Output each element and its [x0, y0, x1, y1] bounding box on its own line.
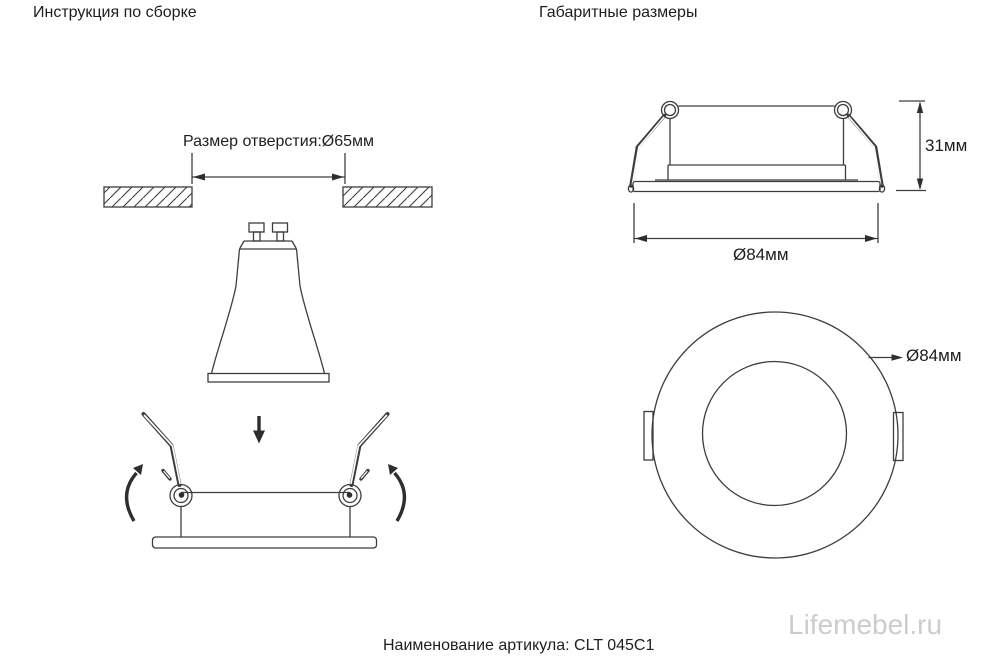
rotate-arc-left	[124, 471, 138, 522]
dimensions-section-title: Габаритные размеры	[539, 4, 698, 21]
fixture-trim-flange	[151, 536, 378, 549]
lamp-shoulder	[291, 240, 298, 250]
article-name-label: Наименование артикула: CLT 045C1	[383, 637, 655, 654]
down-arrow-head	[253, 430, 265, 444]
clip-pivot-left-outer	[169, 483, 193, 508]
side-spring-right	[846, 113, 884, 188]
rotate-arrowhead-right	[388, 464, 398, 475]
spring-arm-right-inner	[350, 414, 388, 485]
assembly-section-title: Инструкция по сборке	[33, 4, 197, 21]
side-pivot-right-inner	[836, 103, 850, 117]
spring-tab-right-inner	[360, 470, 368, 479]
ceiling-panel-right	[342, 186, 433, 208]
side-spring-right-inner	[848, 116, 882, 186]
arrowhead-right-icon	[865, 235, 877, 242]
arrowhead-left-icon	[635, 235, 647, 242]
arrowhead-up-icon	[916, 101, 924, 113]
fixture-front-view-drawing	[643, 311, 904, 559]
front-diameter-dimension-label: Ø84мм	[906, 346, 962, 365]
side-spring-left-inner	[631, 116, 665, 186]
gu10-lamp-drawing	[207, 222, 330, 383]
arrowhead-right-icon	[891, 354, 903, 361]
clip-pivot-right-inner	[342, 487, 358, 504]
lamp-bell-side	[210, 285, 237, 374]
arrowhead-down-icon	[916, 178, 924, 190]
height-dimension-lines	[896, 100, 926, 192]
arrowhead-left-icon	[193, 173, 205, 181]
side-diameter-dimension-lines	[633, 203, 879, 243]
clip-pivot-left-inner	[173, 487, 189, 504]
front-side-tab-left	[643, 410, 654, 461]
hole-dimension-lines	[191, 153, 346, 184]
lamp-neck-side	[235, 248, 241, 287]
rotate-arc-right	[393, 471, 407, 522]
spring-arm-left	[141, 412, 182, 487]
ceiling-panel-left	[103, 186, 193, 208]
lamp-neck-side	[295, 248, 301, 287]
spring-tab-left-inner	[163, 470, 171, 479]
side-trim-flange	[632, 180, 881, 193]
lamp-shoulder	[238, 240, 245, 250]
rotate-arrow-right-icon	[388, 464, 407, 522]
front-inner-ring	[701, 360, 848, 507]
lamp-bell-side	[299, 285, 326, 374]
side-spring-left	[629, 113, 667, 188]
side-pivot-left-inner	[663, 103, 677, 117]
spring-arm-left-inner	[143, 414, 181, 485]
clip-pivot-right-outer	[338, 483, 362, 508]
front-diameter-leader-arrow	[868, 354, 903, 361]
lamp-pin-cap	[271, 222, 289, 233]
watermark-text: Lifemebel.ru	[788, 609, 943, 640]
hole-size-label: Размер отверстия:Ø65мм	[183, 133, 375, 150]
front-side-tab-right	[892, 411, 904, 462]
lamp-front-rim	[207, 372, 330, 383]
ceiling-cutout-panels	[103, 186, 433, 208]
downlight-fixture-drawing	[141, 412, 390, 549]
side-diameter-dimension-label: Ø84мм	[733, 245, 789, 264]
arrowhead-right-icon	[332, 173, 344, 181]
lamp-pin-stem	[276, 231, 285, 242]
front-outer-ring	[651, 311, 899, 559]
lamp-pin-stem	[252, 231, 261, 242]
clip-pivot-left-dot	[178, 492, 185, 498]
height-dimension-label: 31мм	[925, 136, 968, 155]
insert-down-arrow-icon	[253, 416, 265, 444]
lamp-pin-cap	[248, 222, 265, 233]
spring-arm-right	[349, 412, 390, 487]
clip-pivot-right-dot	[346, 492, 353, 498]
fixture-side-view-drawing	[627, 100, 886, 193]
rotate-arrowhead-left	[133, 464, 143, 475]
rotate-arrow-left-icon	[124, 464, 143, 522]
